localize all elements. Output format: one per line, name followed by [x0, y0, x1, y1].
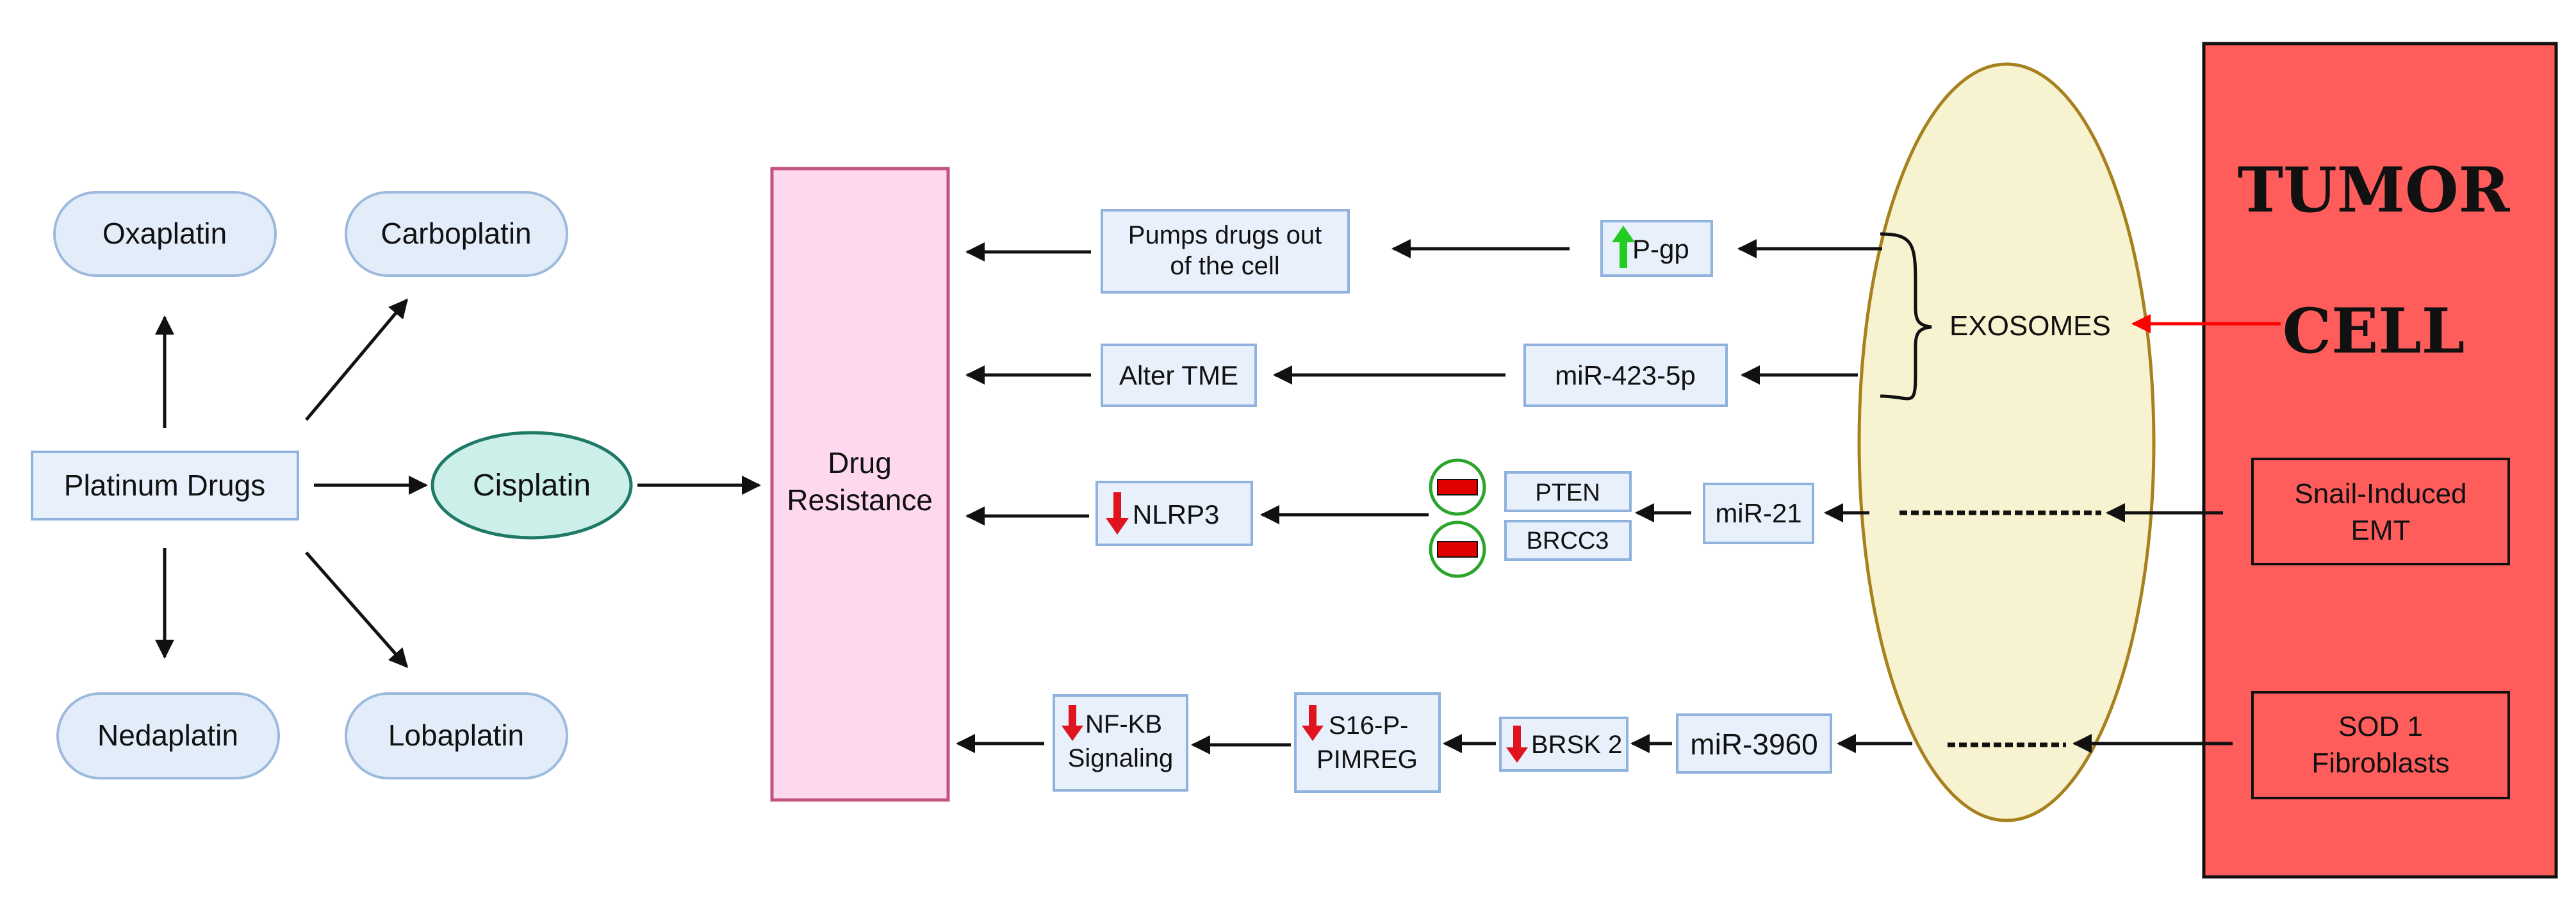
- oxaplatin-pill: [53, 191, 277, 277]
- nlrp3-box: [1095, 481, 1253, 546]
- down-arrow-icon: [1062, 705, 1083, 741]
- mir21-label: miR-21: [1715, 498, 1801, 528]
- pumps-drugs-label-2: of the cell: [1170, 252, 1279, 280]
- drug-resistance-label-1: Drug: [828, 446, 892, 479]
- nfkb-label-1: NF-KB: [1085, 710, 1162, 738]
- carboplatin-pill: [345, 191, 568, 277]
- nedaplatin-pill: [56, 692, 280, 779]
- arrow-to-carboplatin: [305, 298, 408, 421]
- carboplatin-label: Carboplatin: [381, 217, 531, 250]
- tumor-label: TUMOR: [2238, 154, 2511, 226]
- s16-box: [1294, 692, 1441, 793]
- pgp-label: P-gp: [1632, 234, 1689, 264]
- cell-label: CELL: [2283, 295, 2465, 367]
- mir3960-label: miR-3960: [1690, 728, 1817, 761]
- mir21-box: [1703, 483, 1814, 544]
- sod1-label-1: SOD 1: [2338, 711, 2423, 742]
- down-arrow-icon: [1302, 705, 1324, 741]
- pten-inhibitor-icon: [1429, 458, 1486, 516]
- oxaplatin-label: Oxaplatin: [103, 217, 227, 250]
- s16-label-2: PIMREG: [1317, 745, 1418, 774]
- brcc3-inhibitor-icon: [1429, 520, 1486, 578]
- brcc3-box: [1504, 520, 1632, 561]
- brcc3-label: BRCC3: [1527, 528, 1609, 554]
- nlrp3-label: NLRP3: [1133, 499, 1219, 529]
- mir423-box: [1523, 344, 1728, 407]
- exosome-ellipse: [1857, 62, 2156, 822]
- cisplatin-ellipse: [431, 431, 633, 540]
- cisplatin-label: Cisplatin: [473, 469, 591, 503]
- mir3960-box: [1676, 713, 1832, 774]
- snail-emt-box: [2251, 458, 2510, 565]
- arrow-to-lobaplatin: [305, 551, 408, 669]
- alter-tme-label: Alter TME: [1119, 360, 1238, 390]
- brsk2-box: [1499, 717, 1628, 772]
- pumps-drugs-label-1: Pumps drugs out: [1128, 221, 1322, 249]
- down-arrow-icon: [1506, 726, 1528, 763]
- drug-resistance-box: [770, 167, 950, 802]
- mir423-label: miR-423-5p: [1555, 360, 1695, 390]
- exosomes-label: EXOSOMES: [1949, 310, 2111, 342]
- pumps-drugs-box: [1101, 209, 1350, 294]
- alter-tme-box: [1101, 344, 1257, 407]
- down-arrow-icon: [1106, 492, 1129, 535]
- s16-label-1: S16-P-: [1329, 711, 1409, 740]
- snail-emt-label-2: EMT: [2351, 515, 2411, 546]
- lobaplatin-label: Lobaplatin: [388, 719, 524, 752]
- pten-box: [1504, 471, 1632, 512]
- drug-resistance-label-2: Resistance: [787, 483, 933, 517]
- lobaplatin-pill: [345, 692, 568, 779]
- nfkb-label-2: Signaling: [1068, 744, 1174, 772]
- platinum-drugs-box: [31, 451, 299, 520]
- exosome-brace: [1880, 232, 1932, 401]
- snail-emt-label-1: Snail-Induced: [2294, 478, 2466, 510]
- up-arrow-icon: [1612, 226, 1635, 268]
- platinum-drugs-label: Platinum Drugs: [64, 469, 265, 502]
- pten-label: PTEN: [1535, 479, 1600, 506]
- nedaplatin-label: Nedaplatin: [97, 719, 238, 752]
- sod1-fibroblasts-box: [2251, 691, 2510, 799]
- brsk2-label: BRSK 2: [1531, 731, 1622, 759]
- sod1-label-2: Fibroblasts: [2311, 747, 2449, 779]
